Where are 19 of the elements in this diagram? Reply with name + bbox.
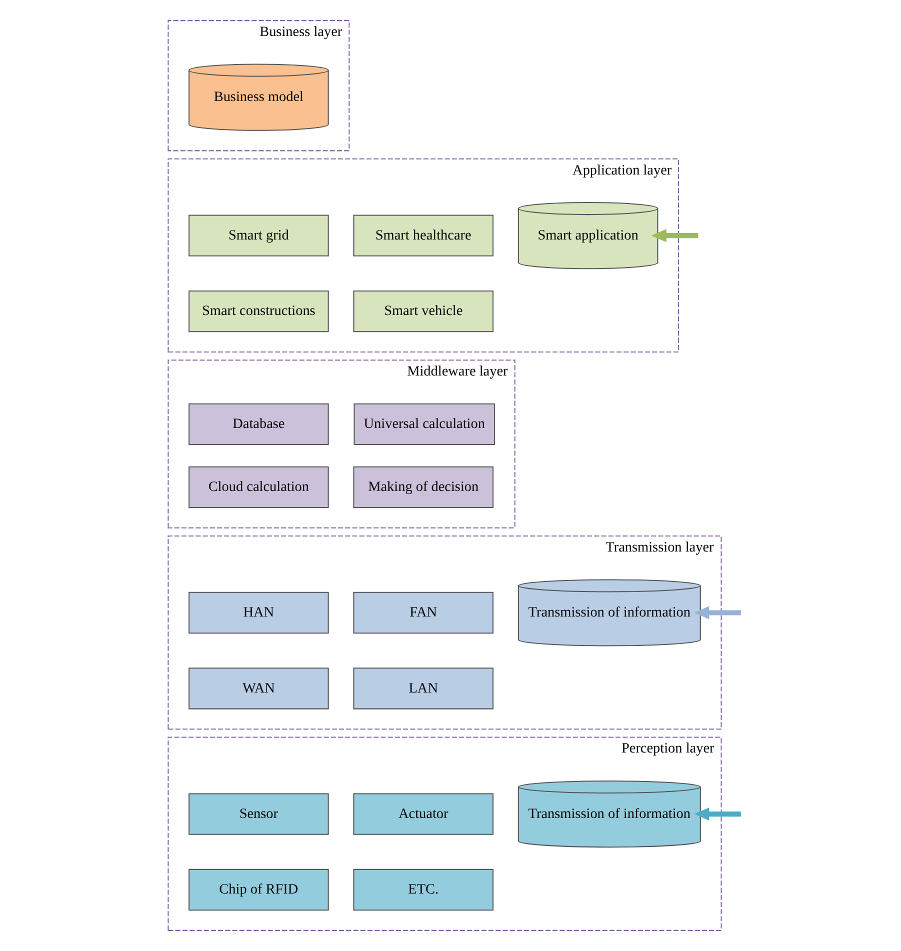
node-box: Chip of RFID — [188, 868, 328, 911]
node-box: FAN — [352, 592, 494, 634]
arrow — [650, 229, 698, 242]
node-box: Actuator — [352, 793, 494, 835]
node-box: Cloud calculation — [188, 466, 328, 508]
node-box: HAN — [188, 592, 328, 634]
node-box: Smart healthcare — [352, 214, 494, 256]
node-box: LAN — [352, 668, 494, 710]
node-box: Smart vehicle — [352, 290, 494, 332]
node-box: Universal calculation — [353, 403, 495, 445]
node-box: WAN — [188, 668, 328, 710]
arrow — [694, 606, 740, 620]
node-box: Making of decision — [352, 466, 494, 508]
node-box: Database — [188, 403, 328, 445]
node-box: Smart constructions — [188, 290, 328, 332]
node-box: Smart grid — [188, 214, 328, 256]
node-box: ETC. — [352, 868, 494, 911]
node-box: Sensor — [188, 793, 328, 835]
arrow — [694, 807, 740, 821]
